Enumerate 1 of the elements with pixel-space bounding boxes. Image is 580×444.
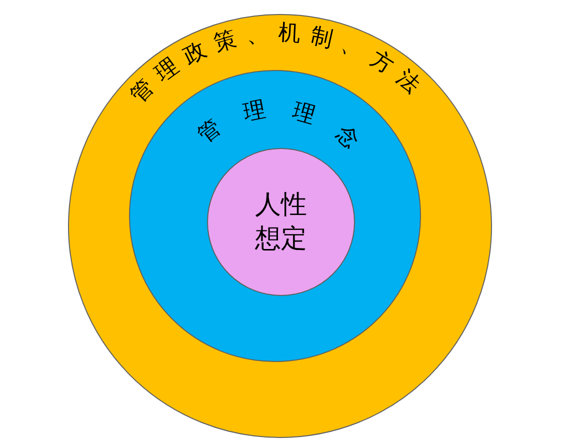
circle-label: 人性想定	[254, 189, 308, 256]
